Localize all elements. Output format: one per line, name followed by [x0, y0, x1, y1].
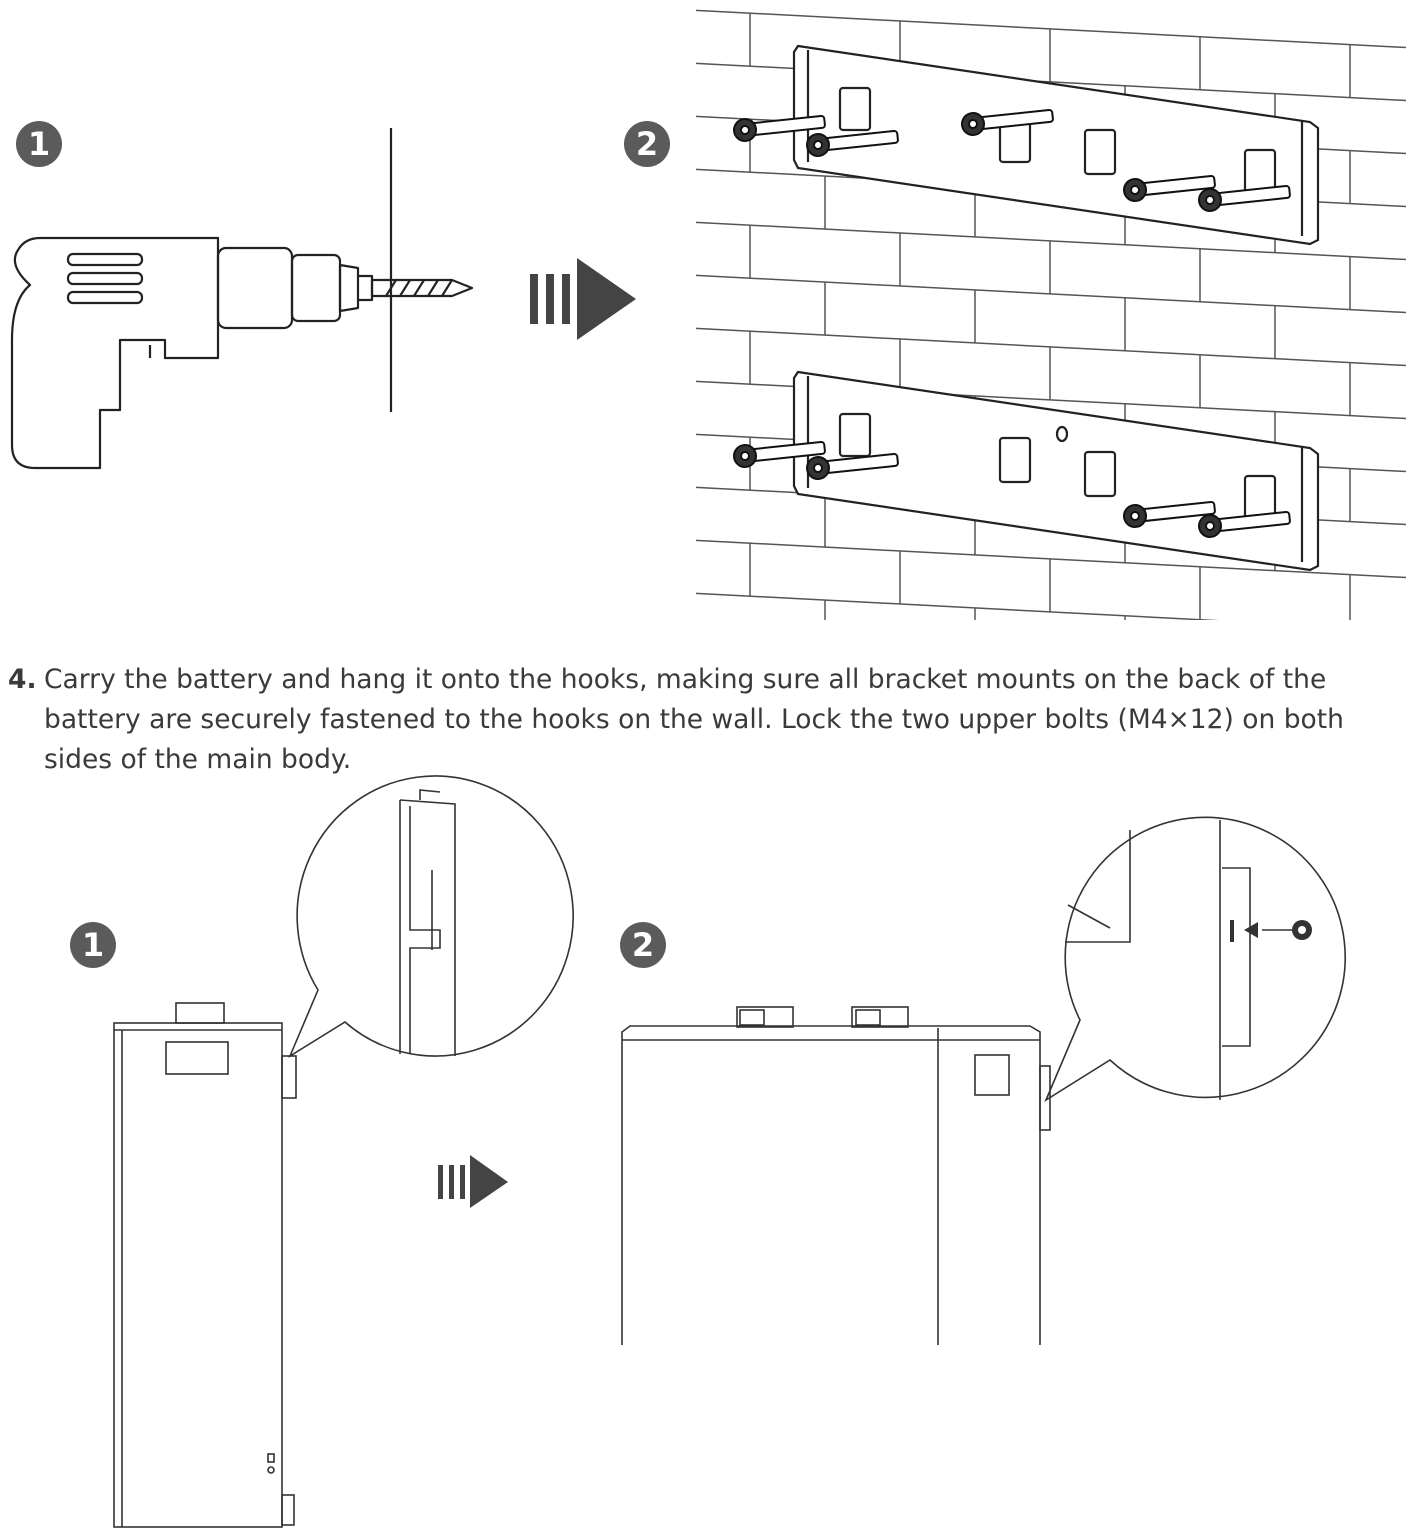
step-badge-2: 2 — [624, 121, 670, 167]
battery-illustration — [113, 775, 1346, 1528]
brick-wall-with-brackets — [696, 9, 1406, 620]
step-badge-2: 2 — [620, 922, 666, 968]
step-number: 4. — [8, 664, 37, 695]
step-text: Carry the battery and hang it onto the h… — [44, 664, 1344, 775]
step-badge-1: 1 — [16, 121, 62, 167]
step-badge-1: 1 — [70, 922, 116, 968]
wall-bracket-figure — [690, 0, 1410, 625]
battery-hanging-figure: 1 2 — [0, 770, 1415, 1538]
drill-figure: 1 2 — [0, 0, 670, 620]
drill-illustration — [10, 128, 636, 470]
lower-bracket — [792, 370, 1320, 572]
upper-bracket — [792, 44, 1320, 246]
